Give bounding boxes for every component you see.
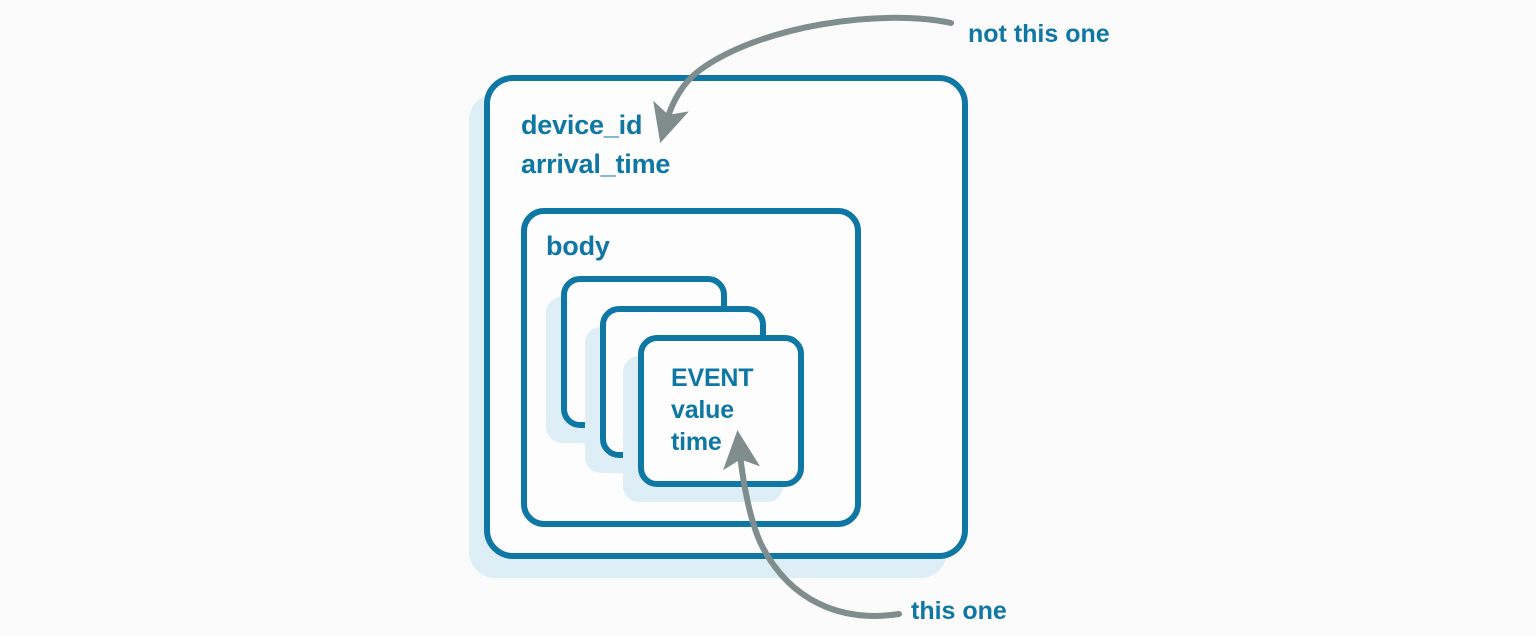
event-fields-label: EVENT value time [671,364,754,456]
annotation-not-this-one: not this one [968,20,1110,48]
envelope-fields-label: device_id arrival_time [521,110,671,179]
arrow-this-one [723,430,902,619]
annotation-this-one: this one [911,597,1007,625]
arrow-not-this-one [653,14,954,144]
body-label: body [546,231,610,261]
event-card-1 [638,335,804,487]
